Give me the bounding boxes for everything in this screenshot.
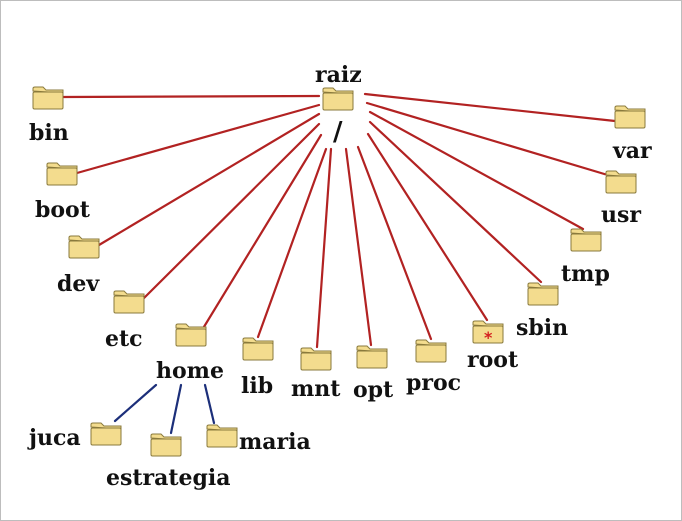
root-symbol-slash: /	[333, 117, 343, 147]
dir-label-proc: proc	[406, 370, 461, 396]
dir-label-estrategia: estrategia	[106, 465, 231, 491]
dir-label-sbin: sbin	[516, 315, 568, 341]
home-folder-icon	[175, 323, 207, 347]
line-root-to-lib	[256, 147, 328, 339]
root-folder-icon	[472, 320, 504, 344]
dir-label-var: var	[612, 138, 652, 164]
dir-label-home: home	[156, 358, 224, 384]
dir-label-tmp: tmp	[561, 261, 610, 287]
var-folder-icon	[614, 105, 646, 129]
tmp-folder-icon	[570, 228, 602, 252]
dir-label-bin: bin	[29, 120, 69, 146]
lib-folder-icon	[242, 337, 274, 361]
raiz-folder-icon	[322, 87, 354, 111]
line-root-to-mnt	[315, 147, 333, 349]
etc-folder-icon	[113, 290, 145, 314]
boot-folder-icon	[46, 162, 78, 186]
line-root-to-opt	[344, 147, 373, 347]
root-folder-star-icon: *	[484, 328, 493, 347]
bin-folder-icon	[32, 86, 64, 110]
mnt-folder-icon	[300, 347, 332, 371]
line-root-to-bin	[61, 94, 321, 99]
line-root-to-root	[366, 132, 489, 322]
line-root-to-usr	[365, 101, 613, 178]
usr-folder-icon	[605, 170, 637, 194]
line-root-to-proc	[356, 145, 433, 341]
line-root-to-dev	[97, 112, 321, 247]
line-root-to-etc	[139, 122, 321, 303]
dir-label-etc: etc	[105, 326, 143, 352]
dev-folder-icon	[68, 235, 100, 259]
sbin-folder-icon	[527, 282, 559, 306]
line-root-to-tmp	[368, 110, 585, 231]
root-label-raiz: raiz	[315, 62, 362, 88]
dir-label-opt: opt	[353, 377, 394, 403]
estrategia-folder-icon	[150, 433, 182, 457]
juca-folder-icon	[90, 422, 122, 446]
line-root-to-home	[197, 133, 323, 337]
dir-label-usr: usr	[601, 202, 641, 228]
dir-label-dev: dev	[57, 271, 100, 297]
proc-folder-icon	[415, 339, 447, 363]
maria-folder-icon	[206, 424, 238, 448]
dir-label-mnt: mnt	[291, 376, 341, 402]
line-root-to-sbin	[368, 120, 543, 284]
line-root-to-var	[363, 92, 617, 123]
line-home-to-estrategia	[169, 383, 183, 435]
dir-label-lib: lib	[241, 373, 273, 399]
dir-label-maria: maria	[239, 429, 311, 455]
dir-label-juca: juca	[27, 425, 81, 451]
line-root-to-boot	[75, 103, 321, 175]
dir-label-root: root	[467, 347, 519, 373]
line-home-to-juca	[113, 383, 158, 423]
opt-folder-icon	[356, 345, 388, 369]
dir-label-boot: boot	[35, 197, 91, 223]
line-home-to-maria	[203, 383, 216, 425]
